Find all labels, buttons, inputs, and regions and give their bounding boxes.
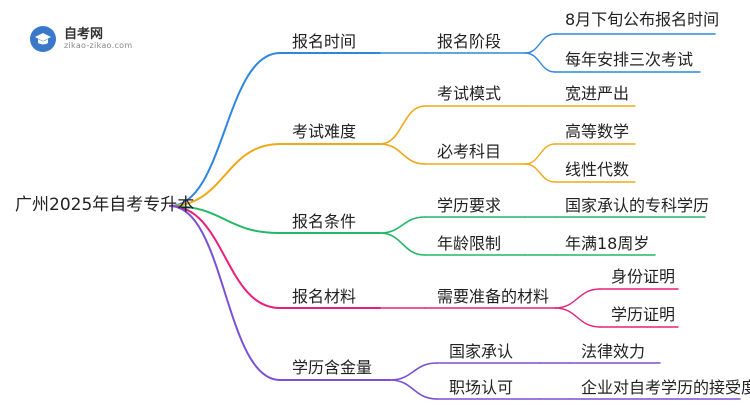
root-to-branch-connector (169, 205, 281, 381)
topic-to-leaf-connector (524, 52, 556, 73)
branch-degree-value[interactable]: 学历含金量 (292, 358, 373, 377)
topic-to-leaf-connector (524, 163, 556, 183)
leaf-linear-algebra[interactable]: 线性代数 (565, 160, 630, 179)
branch-to-topic-connector (379, 143, 426, 165)
leaf-recognized-diploma[interactable]: 国家承认的专科学历 (565, 196, 710, 215)
topic-education-requirement[interactable]: 学历要求 (437, 196, 502, 215)
branch-to-topic-connector (379, 216, 426, 234)
topic-workplace-recognition[interactable]: 职场认可 (449, 378, 514, 397)
topic-to-leaf-connector (524, 33, 556, 54)
leaf-announce-date[interactable]: 8月下旬公布报名时间 (565, 10, 720, 29)
leaf-employer-acceptance[interactable]: 企业对自考学历的接受度 (581, 378, 750, 397)
root-topic[interactable]: 广州2025年自考专升本 (15, 195, 195, 215)
leaf-id-proof[interactable]: 身份证明 (611, 267, 676, 286)
graduation-cap-icon (35, 33, 51, 45)
topic-to-leaf-connector (524, 143, 556, 165)
topic-to-leaf-connector (554, 288, 601, 309)
leaf-advanced-math[interactable]: 高等数学 (565, 122, 630, 141)
topic-materials-needed[interactable]: 需要准备的材料 (437, 287, 550, 306)
topic-registration-stage[interactable]: 报名阶段 (437, 32, 502, 51)
leaf-three-exams[interactable]: 每年安排三次考试 (565, 50, 694, 69)
leaf-education-proof[interactable]: 学历证明 (611, 305, 676, 324)
topic-required-subjects[interactable]: 必考科目 (437, 142, 502, 161)
logo-url: zikao-zikao.com (64, 41, 133, 50)
root-to-branch-connector (169, 205, 281, 309)
root-to-branch-connector (169, 205, 281, 234)
branch-exam-difficulty[interactable]: 考试难度 (292, 122, 357, 141)
leaf-legal-validity[interactable]: 法律效力 (581, 342, 646, 361)
branch-to-topic-connector (389, 379, 438, 400)
topic-age-limit[interactable]: 年龄限制 (437, 234, 502, 253)
branch-registration-time[interactable]: 报名时间 (292, 32, 357, 51)
leaf-age-18[interactable]: 年满18周岁 (565, 234, 650, 253)
topic-state-recognized[interactable]: 国家承认 (449, 342, 514, 361)
branch-registration-materials[interactable]: 报名材料 (292, 287, 357, 306)
leaf-easy-in-strict-out[interactable]: 宽进严出 (565, 84, 630, 103)
site-logo[interactable]: 自考网 zikao-zikao.com (8, 14, 148, 54)
branch-to-topic-connector (379, 105, 426, 145)
topic-exam-mode[interactable]: 考试模式 (437, 84, 502, 103)
root-to-branch-connector (169, 52, 281, 207)
branch-registration-requirements[interactable]: 报名条件 (292, 212, 357, 231)
branch-to-topic-connector (389, 362, 438, 381)
logo-name: 自考网 (64, 27, 104, 42)
root-to-branch-connector (169, 143, 281, 207)
branch-to-topic-connector (379, 232, 426, 256)
topic-to-leaf-connector (554, 307, 601, 328)
